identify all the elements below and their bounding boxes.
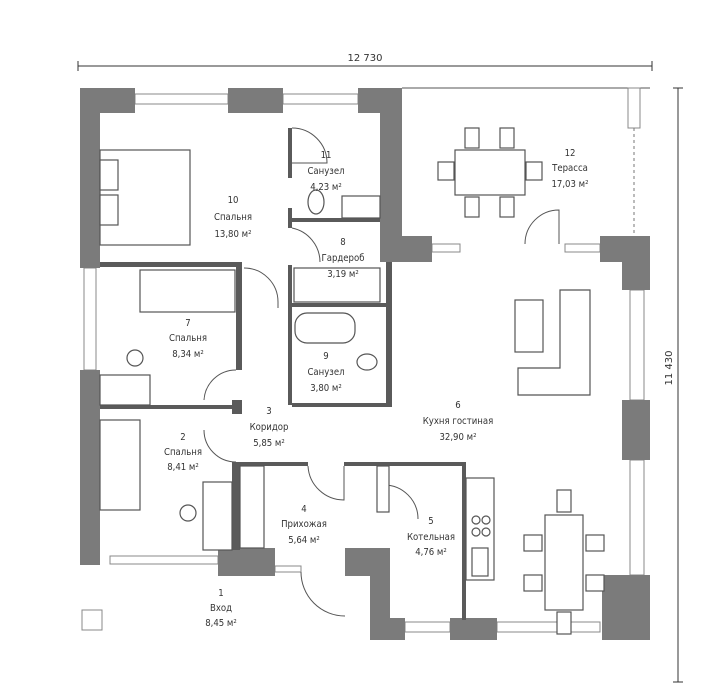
room-label-text: 4,76 м² [415,547,447,558]
room-label-text: Коридор [250,422,289,433]
boiler-units [376,465,390,513]
dimension-width: 12 730 [77,53,653,71]
toilet-9 [356,353,378,371]
room-label-text: 5,64 м² [288,535,320,546]
room-label-text: 8,34 м² [172,349,204,360]
room-label-text: Котельная [407,532,455,543]
shoe-cabinet [239,465,265,549]
dimension-width-label: 12 730 [348,53,383,64]
exterior-walls [80,88,650,640]
wardrobe [293,267,381,303]
room-label-text: 11 [321,150,332,161]
room-label-4: 4 Прихожая 5,64 м² [281,504,327,546]
room-label-text: Кухня гостиная [423,416,494,427]
room-label-2: 2 Спальня 8,41 м² [164,432,202,473]
room-label-text: 5 [428,516,433,527]
room-label-text: Спальня [214,212,252,223]
interior-walls [100,128,466,620]
windows [83,93,645,633]
room-label-text: Спальня [164,447,202,458]
bed-7 [139,269,236,313]
room-label-text: Спальня [169,333,207,344]
room-label-10: 10 Спальня 13,80 м² [214,195,252,240]
terrace-outline [402,87,650,236]
furniture [81,127,605,635]
bed-2 [99,419,141,511]
room-label-8: 8 Гардероб 3,19 м² [322,237,365,280]
entry-step [81,609,103,631]
room-label-text: 4 [301,504,306,515]
room-label-9: 9 Санузел 3,80 м² [307,351,344,394]
room-label-text: Санузел [307,166,344,177]
room-label-text: 3 [266,406,271,417]
dimension-height: 11 430 [664,87,683,683]
room-label-text: 4,23 м² [310,182,342,193]
room-label-text: 3,19 м² [327,269,359,280]
room-label-5: 5 Котельная 4,76 м² [407,516,455,558]
toilet-11 [307,189,325,215]
room-label-3: 3 Коридор 5,85 м² [250,406,289,449]
room-label-text: Санузел [307,367,344,378]
room-label-text: 17,03 м² [551,179,588,190]
shower [341,195,381,219]
room-label-text: 10 [228,195,239,206]
room-label-text: 3,80 м² [310,383,342,394]
room-label-text: 8 [340,237,345,248]
room-label-text: Прихожая [281,519,327,530]
room-label-7: 7 Спальня 8,34 м² [169,318,207,360]
room-label-11: 11 Санузел 4,23 м² [307,150,344,193]
room-label-text: 7 [185,318,190,329]
room-label-text: 13,80 м² [214,229,251,240]
room-label-text: Вход [210,603,232,614]
room-label-text: Гардероб [322,253,365,264]
room-label-6: 6 Кухня гостиная 32,90 м² [423,400,494,443]
room-label-text: 1 [218,588,223,599]
room-label-text: 6 [455,400,460,411]
desk-2 [202,481,233,551]
dimension-height-label: 11 430 [664,351,675,386]
room-label-text: 12 [565,148,576,159]
chair-2 [179,504,197,522]
doors [203,127,560,617]
chair-7 [126,349,144,367]
desk-7 [99,374,151,406]
room-label-text: 8,41 м² [167,462,199,473]
room-label-1: 1 Вход 8,45 м² [205,588,237,629]
room-label-12: 12 Терасса 17,03 м² [551,148,588,190]
room-label-text: 2 [180,432,185,443]
terrace-table [454,149,526,196]
sofa [517,289,591,396]
room-label-text: 9 [323,351,328,362]
dining-table [544,514,584,611]
room-label-text: Терасса [551,163,588,174]
coffee-table [514,299,544,353]
sink [471,547,489,577]
room-label-text: 8,45 м² [205,618,237,629]
room-label-text: 5,85 м² [253,438,285,449]
bathtub [294,312,356,344]
room-label-text: 32,90 м² [439,432,476,443]
